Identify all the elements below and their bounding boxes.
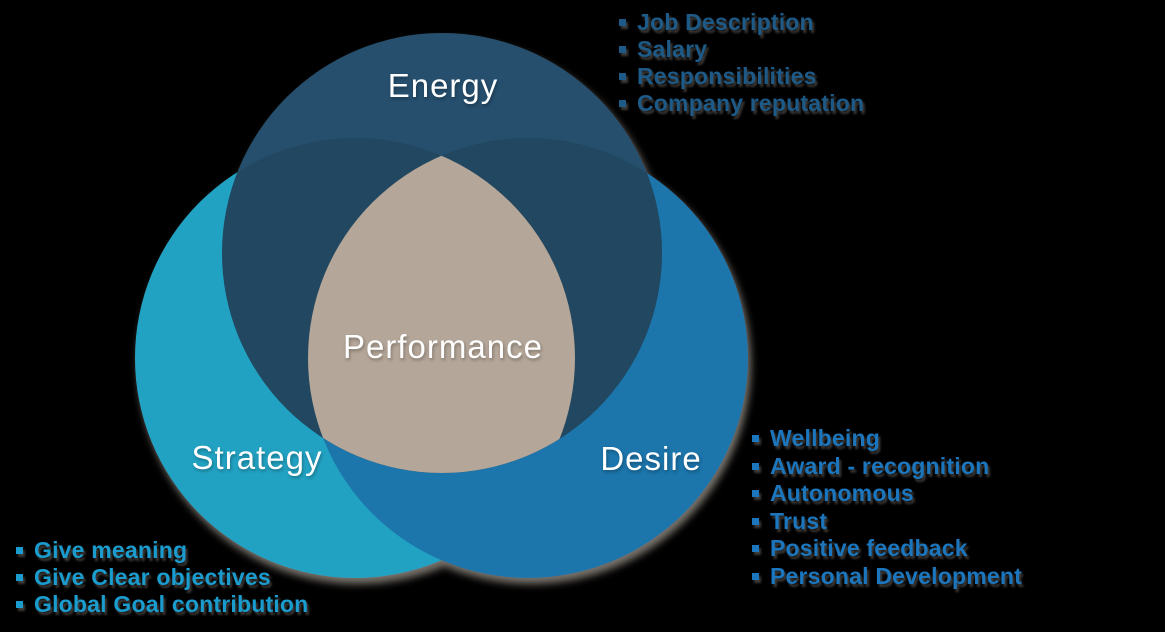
list-item-label: Salary xyxy=(637,36,708,62)
list-item: Positive feedback xyxy=(752,535,1022,563)
list-item: Give Clear objectives xyxy=(16,564,308,591)
bullet-icon xyxy=(752,490,759,498)
bullet-icon xyxy=(752,435,759,443)
list-item-label: Wellbeing xyxy=(770,425,880,452)
strategy-label: Strategy xyxy=(191,439,323,476)
list-item: Autonomous xyxy=(752,480,1022,508)
list-item: Global Goal contribution xyxy=(16,591,308,618)
bullet-icon xyxy=(619,100,626,107)
desire-label: Desire xyxy=(600,440,702,477)
list-item-label: Trust xyxy=(770,507,828,534)
list-item-label: Responsibilities xyxy=(637,63,817,89)
list-item-label: Company reputation xyxy=(637,90,865,116)
performance-label: Performance xyxy=(343,328,543,365)
bullet-icon xyxy=(16,547,23,554)
list-item-label: Job Description xyxy=(637,9,814,35)
energy-factors-list: Job Description Salary Responsibilities … xyxy=(619,9,864,117)
list-item-label: Give meaning xyxy=(34,537,188,563)
list-item: Wellbeing xyxy=(752,425,1022,453)
list-item: Trust xyxy=(752,508,1022,536)
bullet-icon xyxy=(752,517,759,525)
bullet-icon xyxy=(16,574,23,581)
list-item: Job Description xyxy=(619,9,864,36)
list-item-label: Award - recognition xyxy=(770,452,990,479)
list-item-label: Autonomous xyxy=(770,480,914,507)
list-item: Salary xyxy=(619,36,864,63)
list-item: Responsibilities xyxy=(619,63,864,90)
bullet-icon xyxy=(619,46,626,53)
bullet-icon xyxy=(619,19,626,26)
strategy-factors-list: Give meaning Give Clear objectives Globa… xyxy=(16,537,308,618)
bullet-icon xyxy=(752,545,759,553)
bullet-icon xyxy=(619,73,626,80)
list-item-label: Global Goal contribution xyxy=(34,591,309,617)
list-item: Give meaning xyxy=(16,537,308,564)
list-item: Award - recognition xyxy=(752,453,1022,481)
energy-label: Energy xyxy=(387,67,499,104)
bullet-icon xyxy=(752,572,759,580)
list-item: Personal Development xyxy=(752,563,1022,591)
bullet-icon xyxy=(16,601,23,608)
list-item: Company reputation xyxy=(619,90,864,117)
list-item-label: Give Clear objectives xyxy=(34,564,271,590)
list-item-label: Personal Development xyxy=(770,562,1022,589)
bullet-icon xyxy=(752,462,759,470)
desire-factors-list: Wellbeing Award - recognition Autonomous… xyxy=(752,425,1022,590)
list-item-label: Positive feedback xyxy=(770,535,968,562)
